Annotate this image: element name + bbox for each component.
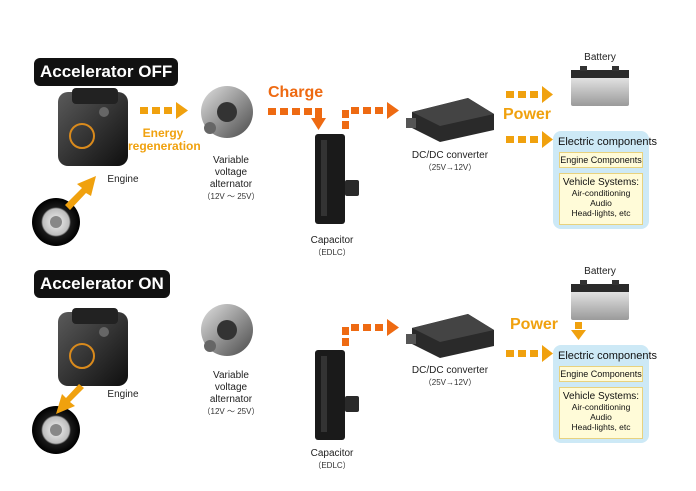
alternator-range-bottom: （12V ～ 25V） [202,407,260,416]
vehicle-system-item: Head-lights, etc [571,422,631,432]
arrow-to-electric-components-top [506,131,553,148]
converter-label-bottom: DC/DC converter [411,365,489,376]
arrow-alternator-to-capacitor-top [268,108,326,130]
engine-components-bottom: Engine Components [559,366,643,382]
arrow-tire-to-engine-top [65,176,96,210]
alternator-image-top [201,86,253,138]
converter-label-top: DC/DC converter [411,150,489,161]
tire-image-top [32,198,80,246]
arrow-engine-to-alternator-top [140,102,188,119]
vehicle-system-item: Head-lights, etc [571,208,631,218]
vehicle-systems-top: Vehicle Systems: Air-conditioning Audio … [559,173,643,225]
capacitor-image-top [315,134,359,224]
alternator-label-bottom: Variable voltage alternator [209,370,253,405]
battery-image-top [571,66,629,106]
converter-sub-top: （25V→12V） [423,163,477,172]
vehicle-system-item: Audio [590,198,612,208]
arrow-capacitor-to-converter-bottom [342,319,399,346]
engine-components-top: Engine Components [559,152,643,168]
alternator-image-bottom [201,304,253,356]
tire-image-bottom [32,406,80,454]
battery-label-bottom: Battery [584,266,616,277]
alternator-label-top: Variable voltage alternator [209,155,253,190]
charge-label: Charge [268,84,324,101]
electric-components-title-bottom: Electric components [558,350,658,362]
accelerator-off-badge: Accelerator OFF [34,58,179,86]
electric-components-box-bottom: Electric components Engine Components Ve… [553,345,657,443]
capacitor-label-bottom: Capacitor [310,448,354,459]
converter-image-bottom [406,314,494,358]
arrow-battery-to-electric-components-bottom [571,322,586,340]
vehicle-system-item: Air-conditioning [571,188,631,198]
arrow-to-electric-components-bottom [506,345,553,362]
energy-regeneration-label: Energy regeneration [128,126,201,153]
converter-image-top [406,98,494,142]
battery-image-bottom [571,280,629,320]
vehicle-systems-title-top: Vehicle Systems: [562,177,640,188]
power-label-bottom: Power [510,316,559,333]
engine-label-top: Engine [107,174,139,185]
vehicle-systems-title-bottom: Vehicle Systems: [562,391,640,402]
engine-label-bottom: Engine [107,389,139,400]
arrow-engine-to-tire-bottom [56,384,84,414]
capacitor-label-top: Capacitor [310,235,354,246]
vehicle-system-item: Air-conditioning [571,402,631,412]
accelerator-on-badge: Accelerator ON [34,270,170,298]
capacitor-image-bottom [315,350,359,440]
arrow-to-battery-top [506,86,553,103]
electric-components-box-top: Electric components Engine Components Ve… [553,131,657,229]
capacitor-sub-top: （EDLC） [313,248,351,257]
capacitor-sub-bottom: （EDLC） [313,461,351,470]
arrow-capacitor-to-converter-top [342,102,399,129]
converter-sub-bottom: （25V→12V） [423,378,477,387]
engine-image-bottom [58,308,128,386]
vehicle-systems-bottom: Vehicle Systems: Air-conditioning Audio … [559,387,643,439]
battery-label-top: Battery [584,52,616,63]
vehicle-system-item: Audio [590,412,612,422]
power-label-top: Power [503,106,552,123]
alternator-range-top: （12V ～ 25V） [202,192,260,201]
electric-components-title-top: Electric components [558,136,658,148]
engine-image-top [58,88,128,166]
